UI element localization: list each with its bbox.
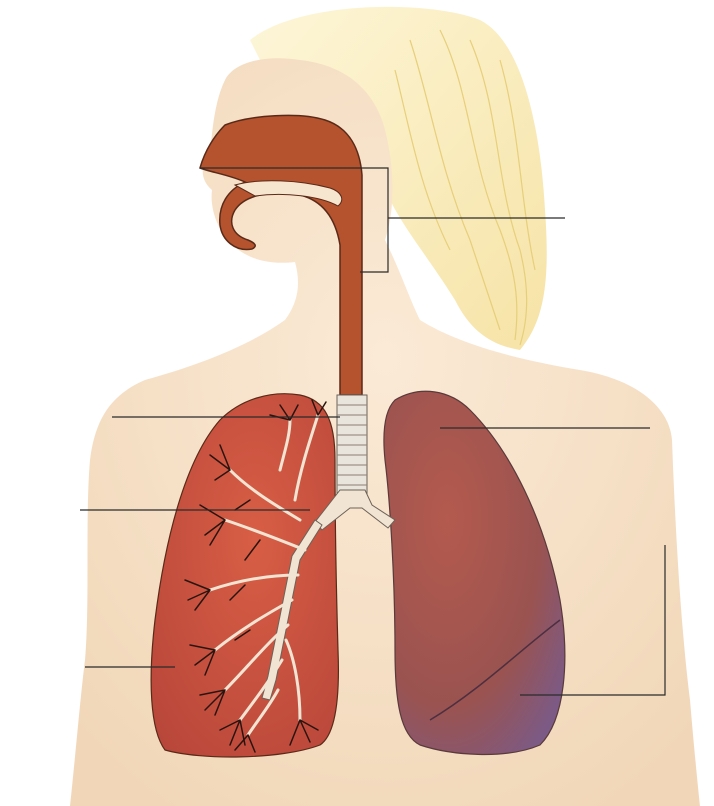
respiratory-system-diagram [0,0,714,806]
